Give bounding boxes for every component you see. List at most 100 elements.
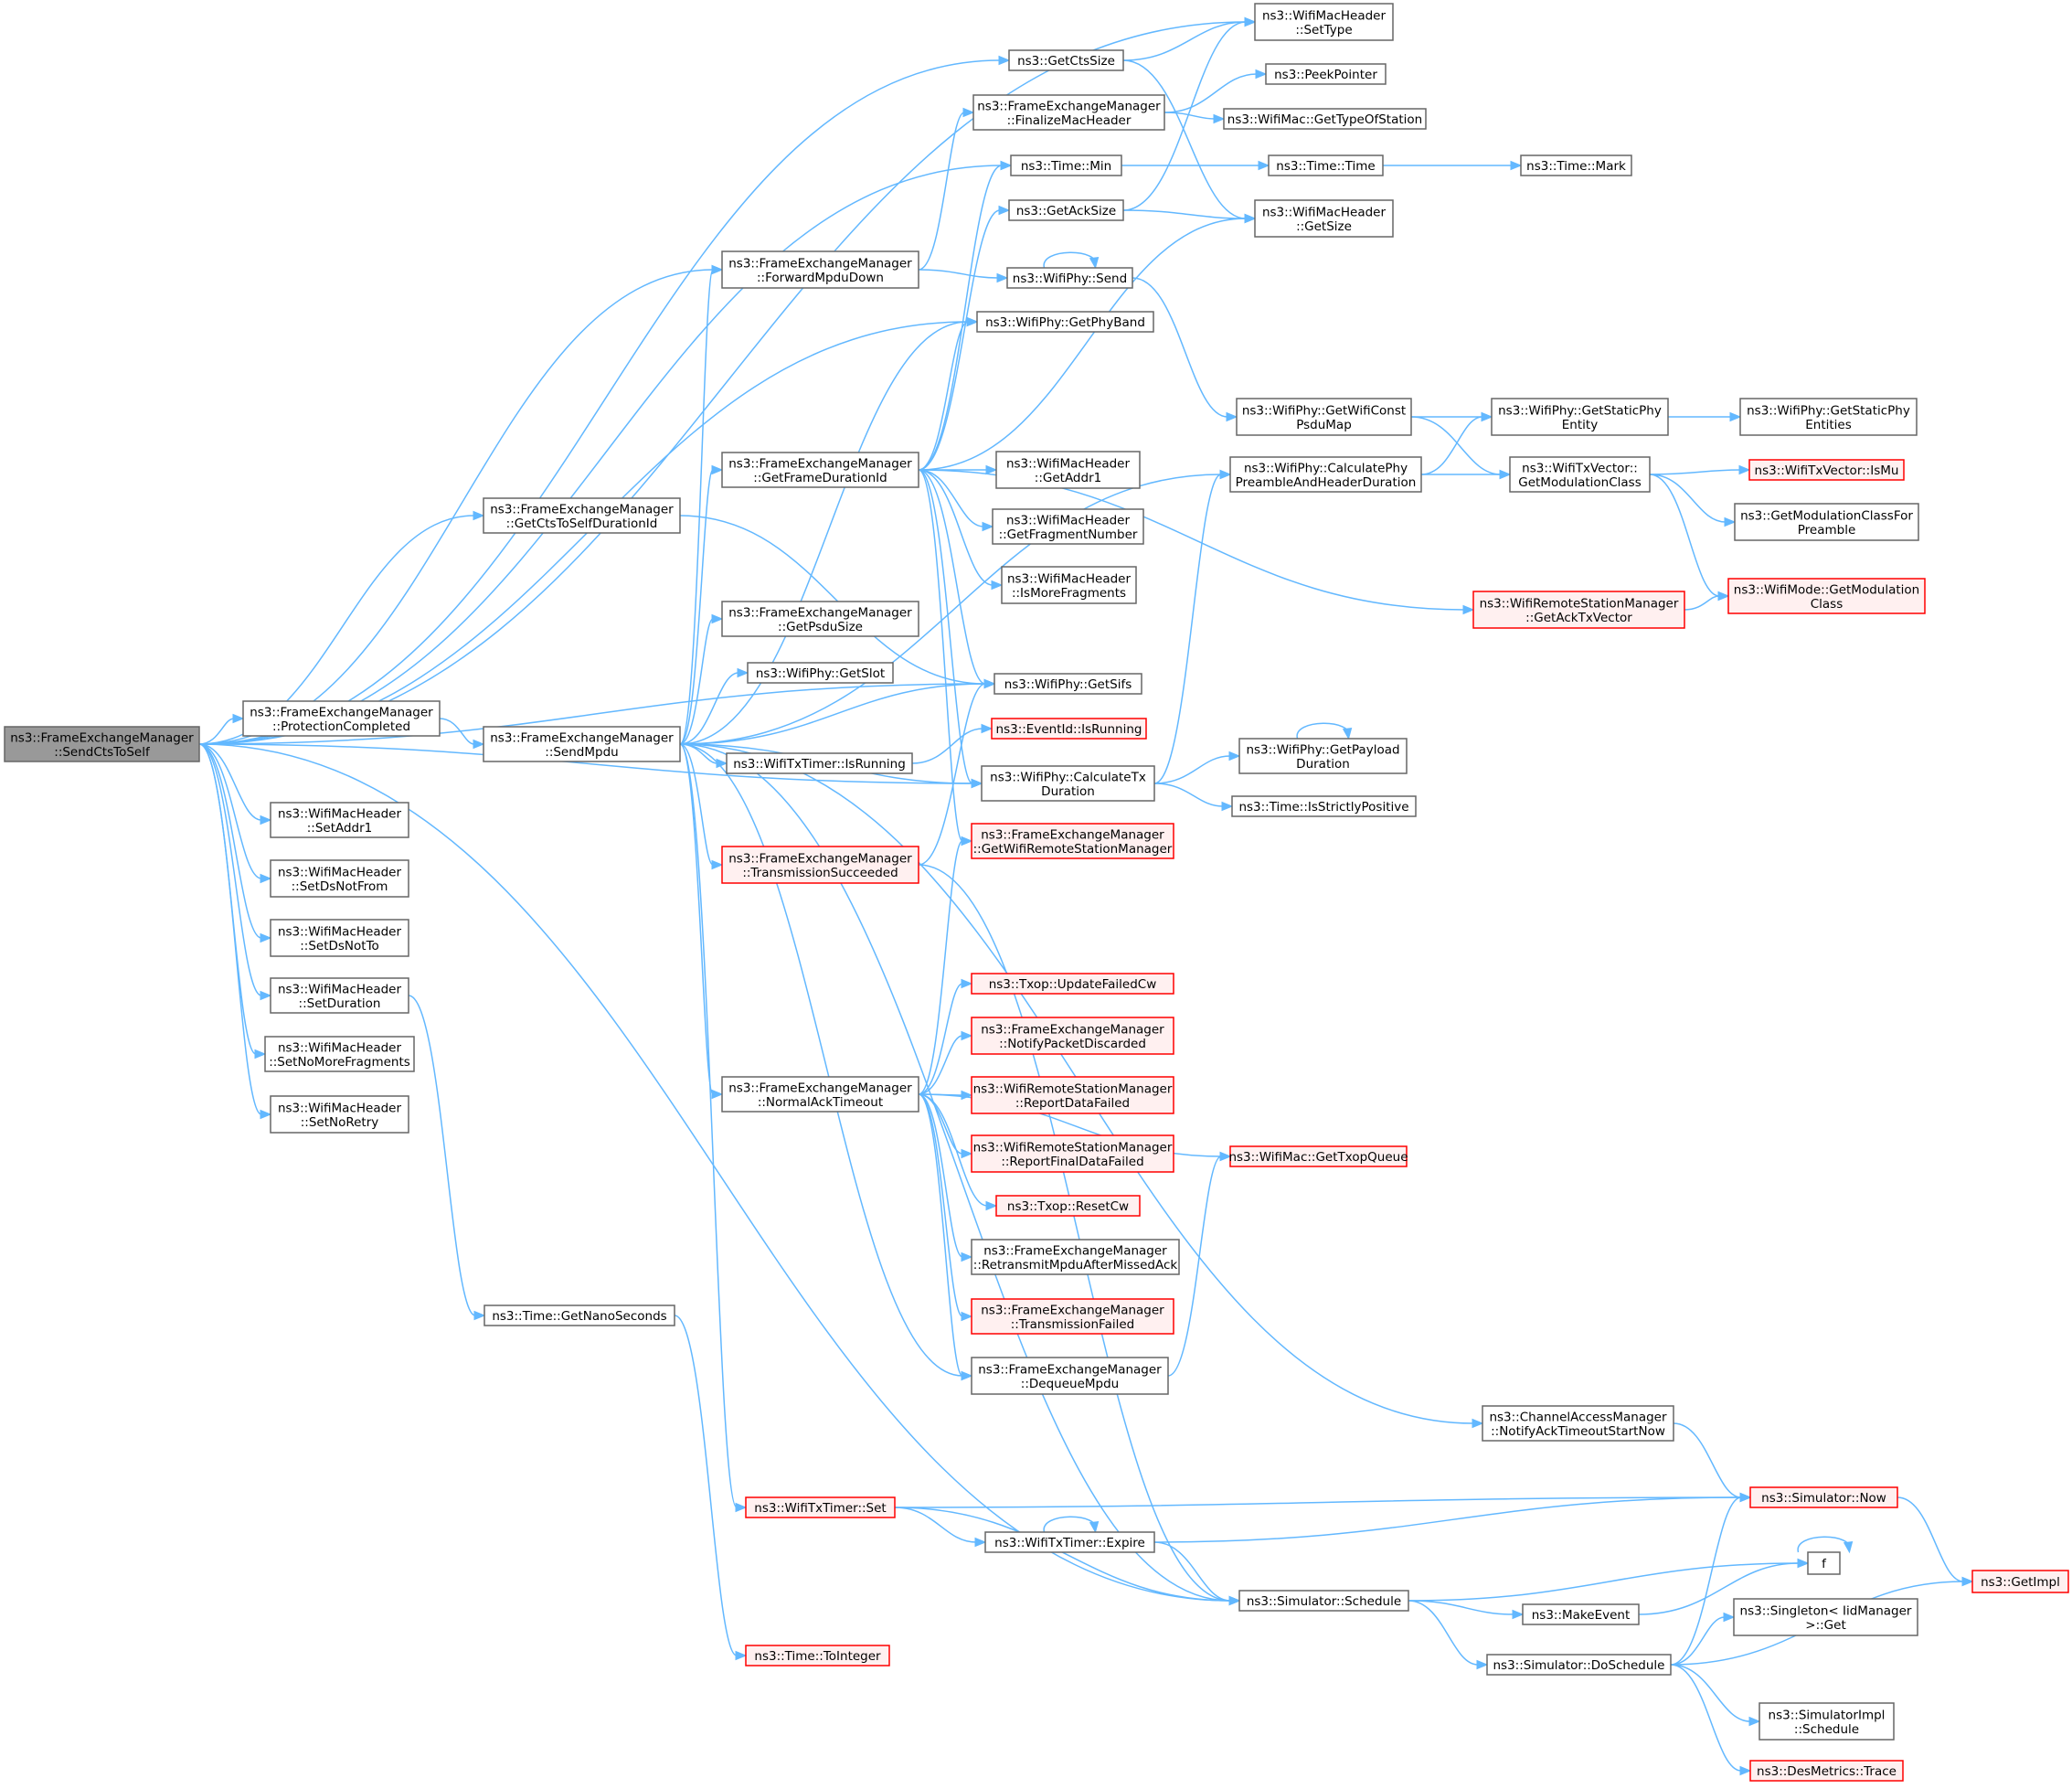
node-singleton-get[interactable]: ns3::Singleton< IidManager >::Get [1733,1598,1918,1636]
node-get-nano-seconds[interactable]: ns3::Time::GetNanoSeconds [483,1304,675,1326]
node-get-frame-duration-id[interactable]: ns3::FrameExchangeManager::GetFrameDurat… [721,452,919,488]
node-get-type-of-station[interactable]: ns3::WifiMac::GetTypeOfStation [1223,108,1427,130]
node-label-line: ::ReportFinalDataFailed [1001,1155,1143,1169]
edge-get-payload-duration-to-get-payload-duration [1296,722,1353,740]
node-time-time[interactable]: ns3::Time::Time [1268,154,1384,176]
node-label-line: ns3::GetModulationClassFor [1740,508,1913,523]
node-get-psdu-size[interactable]: ns3::FrameExchangeManager::GetPsduSize [721,601,919,637]
node-label-line: ns3::GetImpl [1981,1575,2060,1590]
node-set-no-retry[interactable]: ns3::WifiMacHeader::SetNoRetry [270,1095,409,1134]
node-is-strictly-positive[interactable]: ns3::Time::IsStrictlyPositive [1231,795,1417,817]
node-set-type[interactable]: ns3::WifiMacHeader::SetType [1254,3,1394,41]
node-set-no-more-fragments[interactable]: ns3::WifiMacHeader::SetNoMoreFragments [264,1036,415,1072]
node-label-line: >::Get [1805,1618,1845,1633]
node-transmission-succeeded[interactable]: ns3::FrameExchangeManager::TransmissionS… [721,846,919,884]
node-simulator-impl-schedule[interactable]: ns3::SimulatorImpl::Schedule [1759,1702,1895,1741]
edge-tx-timer-set-to-simulator-schedule [894,1507,1241,1606]
node-label-line: ns3::FrameExchangeManager [728,605,912,620]
node-time-mark[interactable]: ns3::Time::Mark [1520,154,1632,176]
node-get-sifs[interactable]: ns3::WifiPhy::GetSifs [993,673,1142,695]
edge-tx-timer-expire-to-simulator-schedule [1153,1541,1241,1606]
node-get-modulation-class[interactable]: ns3::WifiTxVector::GetModulationClass [1509,456,1651,493]
edge-finalize-mac-header-to-peek-pointer [1164,69,1268,113]
node-label-line: ns3::WifiTxTimer::Set [754,1501,886,1516]
node-label-line: ::SetDsNotFrom [292,879,388,894]
node-tx-timer-expire[interactable]: ns3::WifiTxTimer::Expire [984,1531,1155,1553]
node-root[interactable]: ns3::FrameExchangeManager::SendCtsToSelf [4,726,200,762]
node-to-integer[interactable]: ns3::Time::ToInteger [745,1645,890,1667]
node-send-mpdu[interactable]: ns3::FrameExchangeManager::SendMpdu [483,726,681,762]
node-peek-pointer[interactable]: ns3::PeekPointer [1265,63,1387,85]
node-notify-ack-timeout-start-now[interactable]: ns3::ChannelAccessManager::NotifyAckTime… [1482,1405,1674,1442]
edge-get-modulation-class-to-mode-get-modulation-class [1649,474,1730,602]
node-f[interactable]: f [1807,1551,1841,1575]
edge-send-mpdu-to-get-frame-duration-id [679,464,724,745]
node-label-line: ::ProtectionCompleted [272,719,410,734]
node-label-line: ns3::EventId::IsRunning [996,722,1142,737]
node-label-line: ns3::FrameExchangeManager [977,99,1161,113]
node-get-size[interactable]: ns3::WifiMacHeader::GetSize [1254,199,1394,238]
node-retransmit-mpdu[interactable]: ns3::FrameExchangeManager::RetransmitMpd… [971,1239,1180,1275]
node-protection-completed[interactable]: ns3::FrameExchangeManager::ProtectionCom… [242,700,441,737]
edge-root-to-protection-completed [198,713,245,745]
node-label-line: ns3::Time::GetNanoSeconds [492,1309,666,1324]
node-label-line: ns3::Time::IsStrictlyPositive [1238,800,1408,815]
node-get-addr1[interactable]: ns3::WifiMacHeader::GetAddr1 [995,451,1141,489]
edge-protection-completed-to-send-mpdu [439,718,485,750]
node-dequeue-mpdu[interactable]: ns3::FrameExchangeManager::DequeueMpdu [971,1357,1169,1395]
node-normal-ack-timeout[interactable]: ns3::FrameExchangeManager::NormalAckTime… [721,1076,919,1113]
node-get-impl[interactable]: ns3::GetImpl [1971,1570,2069,1593]
node-get-txop-queue[interactable]: ns3::WifiMac::GetTxopQueue [1228,1145,1408,1167]
node-report-final-data-failed[interactable]: ns3::WifiRemoteStationManager::ReportFin… [971,1134,1174,1173]
node-is-more-fragments[interactable]: ns3::WifiMacHeader::IsMoreFragments [1001,566,1137,604]
node-do-schedule[interactable]: ns3::Simulator::DoSchedule [1486,1654,1672,1676]
node-report-data-failed[interactable]: ns3::WifiRemoteStationManager::ReportDat… [971,1076,1174,1114]
node-event-is-running[interactable]: ns3::EventId::IsRunning [991,718,1147,740]
node-phy-send[interactable]: ns3::WifiPhy::Send [1006,267,1133,289]
node-make-event[interactable]: ns3::MakeEvent [1522,1603,1640,1625]
node-simulator-schedule[interactable]: ns3::Simulator::Schedule [1238,1590,1409,1612]
node-get-cts-size[interactable]: ns3::GetCtsSize [1008,49,1124,71]
edge-send-mpdu-to-get-psdu-size [679,613,724,745]
node-get-wifi-remote-station-manager[interactable]: ns3::FrameExchangeManager::GetWifiRemote… [971,823,1174,859]
node-label-line: ::FinalizeMacHeader [1007,113,1132,128]
node-set-addr1[interactable]: ns3::WifiMacHeader::SetAddr1 [270,802,409,838]
node-get-cts-to-self-duration-id[interactable]: ns3::FrameExchangeManager::GetCtsToSelfD… [483,497,681,534]
node-transmission-failed[interactable]: ns3::FrameExchangeManager::TransmissionF… [971,1298,1174,1335]
node-label-line: ns3::SimulatorImpl [1769,1708,1886,1722]
node-get-phy-band[interactable]: ns3::WifiPhy::GetPhyBand [976,311,1154,333]
node-reset-cw[interactable]: ns3::Txop::ResetCw [995,1195,1141,1217]
node-label-line: ns3::GetAckSize [1016,204,1116,218]
node-get-ack-size[interactable]: ns3::GetAckSize [1008,199,1124,221]
node-notify-packet-discarded[interactable]: ns3::FrameExchangeManager::NotifyPacketD… [971,1017,1174,1055]
node-calculate-phy-preamble[interactable]: ns3::WifiPhy::CalculatePhyPreambleAndHea… [1229,456,1422,493]
node-set-ds-not-from[interactable]: ns3::WifiMacHeader::SetDsNotFrom [270,859,409,898]
node-time-min[interactable]: ns3::Time::Min [1010,154,1122,176]
node-get-slot[interactable]: ns3::WifiPhy::GetSlot [747,662,894,684]
node-label-line: ::GetFrameDurationId [753,471,887,485]
node-tx-vector-is-mu[interactable]: ns3::WifiTxVector::IsMu [1748,459,1905,481]
node-forward-mpdu-down[interactable]: ns3::FrameExchangeManager::ForwardMpduDo… [721,250,919,289]
node-label-line: ns3::Txop::ResetCw [1007,1199,1129,1214]
node-simulator-now[interactable]: ns3::Simulator::Now [1749,1486,1898,1508]
node-set-duration[interactable]: ns3::WifiMacHeader::SetDuration [270,977,409,1014]
node-tx-timer-is-running[interactable]: ns3::WifiTxTimer::IsRunning [726,752,913,774]
node-update-failed-cw[interactable]: ns3::Txop::UpdateFailedCw [971,973,1174,995]
edge-tx-timer-expire-to-simulator-now [1153,1492,1752,1543]
node-des-metrics-trace[interactable]: ns3::DesMetrics::Trace [1749,1760,1904,1782]
node-mode-get-modulation-class[interactable]: ns3::WifiMode::GetModulationClass [1727,578,1926,614]
node-tx-timer-set[interactable]: ns3::WifiTxTimer::Set [745,1496,896,1518]
node-get-fragment-number[interactable]: ns3::WifiMacHeader::GetFragmentNumber [992,508,1144,545]
node-finalize-mac-header[interactable]: ns3::FrameExchangeManager::FinalizeMacHe… [972,94,1165,131]
node-label-line: ns3::WifiMac::GetTxopQueue [1228,1150,1408,1165]
edge-simulator-schedule-to-do-schedule [1408,1600,1489,1670]
node-label-line: ns3::ChannelAccessManager [1489,1410,1667,1424]
node-get-ack-tx-vector[interactable]: ns3::WifiRemoteStationManager::GetAckTxV… [1472,591,1685,629]
node-set-ds-not-to[interactable]: ns3::WifiMacHeader::SetDsNotTo [270,919,409,957]
